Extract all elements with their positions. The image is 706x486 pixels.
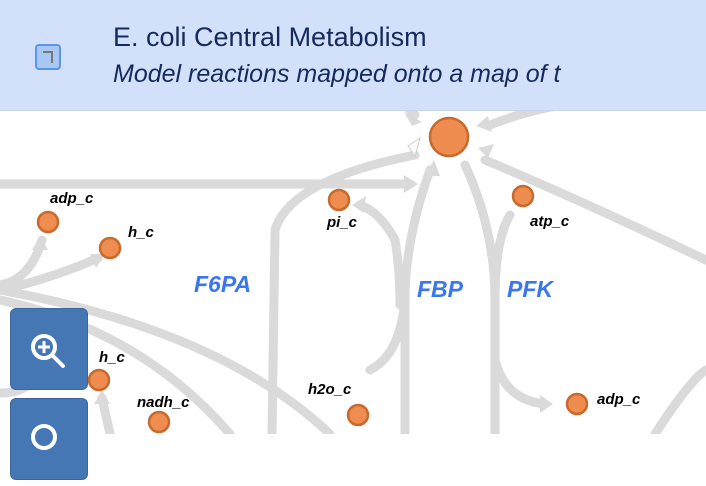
metabolite-node[interactable] (327, 188, 351, 212)
page-subtitle: Model reactions mapped onto a map of t (113, 60, 561, 88)
metabolite-node[interactable] (346, 403, 370, 427)
collapse-icon[interactable] (35, 44, 61, 70)
reaction-label-pfk[interactable]: PFK (507, 276, 554, 302)
page-title: E. coli Central Metabolism (113, 22, 427, 52)
arrowhead-open (407, 136, 421, 158)
metabolite-node[interactable] (87, 368, 111, 392)
metabolite-label: nadh_c (137, 394, 190, 411)
metabolite-node-main[interactable] (428, 116, 470, 158)
zoom-in-button[interactable] (10, 308, 88, 390)
zoom-in-icon (31, 334, 65, 368)
reaction-label-f6pa[interactable]: F6PA (194, 271, 251, 297)
metabolite-node[interactable] (147, 410, 171, 434)
metabolite-label: pi_c (326, 214, 358, 231)
metabolite-node[interactable] (98, 236, 122, 260)
metabolic-map[interactable]: adp_c h_c pi_c atp_c h_c nadh_c h2o_c ad… (0, 0, 706, 434)
metabolite-label: adp_c (597, 391, 641, 408)
reaction-label-fbp[interactable]: FBP (417, 276, 464, 302)
metabolite-node[interactable] (36, 210, 60, 234)
zoom-out-icon (31, 424, 57, 450)
metabolite-label: atp_c (530, 213, 570, 230)
zoom-out-button[interactable] (10, 398, 88, 480)
metabolite-label: h_c (99, 349, 126, 366)
metabolite-node[interactable] (511, 184, 535, 208)
metabolite-node[interactable] (565, 392, 589, 416)
metabolite-label: h_c (128, 224, 155, 241)
reaction-paths (0, 95, 706, 434)
metabolite-label: adp_c (50, 190, 94, 207)
metabolite-label: h2o_c (308, 381, 352, 398)
arrowheads (32, 112, 553, 413)
map-header: E. coli Central Metabolism Model reactio… (0, 0, 706, 111)
